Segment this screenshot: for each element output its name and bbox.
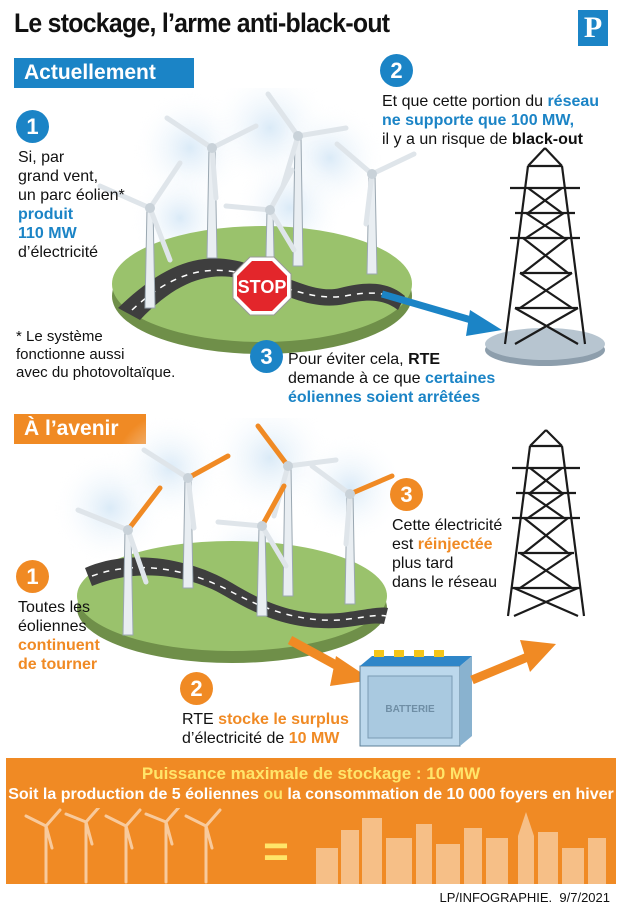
storage-summary-box: Puissance maximale de stockage : 10 MW S… bbox=[6, 758, 616, 884]
wind-farm-platform bbox=[77, 541, 388, 663]
battery-icon: BATTERIE bbox=[359, 650, 472, 747]
flow-arrow-to-grid bbox=[381, 290, 502, 336]
svg-text:STOP: STOP bbox=[238, 277, 287, 297]
wind-turbines bbox=[75, 423, 395, 636]
equals-sign: = bbox=[263, 827, 289, 876]
step-2-text: RTE stocke le surplus d’électricité de 1… bbox=[182, 711, 349, 747]
scene-future-illustration: BATTERIE bbox=[52, 418, 586, 747]
flow-arrow-to-grid bbox=[470, 640, 556, 685]
step-3-text: Cette électricité est réinjectée plus ta… bbox=[392, 517, 503, 591]
section-tag-actuellement: Actuellement bbox=[14, 58, 194, 88]
svg-text:BATTERIE: BATTERIE bbox=[385, 704, 435, 715]
pylon-icon bbox=[485, 147, 605, 366]
footnote-photovoltaique: * Le système fonctionne aussi avec du ph… bbox=[16, 328, 176, 381]
step-1-badge: 1 bbox=[16, 560, 49, 593]
equivalence-illustration bbox=[24, 808, 606, 884]
credit-line: LP/INFOGRAPHIE. 9/7/2021 bbox=[439, 890, 610, 905]
max-storage-heading: Puissance maximale de stockage : 10 MW bbox=[141, 764, 481, 783]
step-2-badge: 2 bbox=[380, 54, 413, 87]
step-3-badge: 3 bbox=[390, 478, 423, 511]
le-parisien-logo: P bbox=[578, 10, 608, 46]
page-title: Le stockage, l’arme anti-black-out bbox=[14, 8, 390, 38]
step-1-text: Si, par grand vent, un parc éolien* prod… bbox=[18, 149, 125, 261]
step-1-text: Toutes les éoliennes continuent de tourn… bbox=[18, 599, 100, 673]
scene-current-illustration: STOP bbox=[97, 88, 605, 366]
equivalence-text: Soit la production de 5 éoliennes ou la … bbox=[8, 786, 614, 803]
step-2-text: Et que cette portion du réseau ne suppor… bbox=[382, 93, 600, 148]
five-turbines-icon bbox=[24, 808, 222, 884]
step-3-badge: 3 bbox=[250, 340, 283, 373]
wind-turbines bbox=[97, 91, 417, 309]
step-1-badge: 1 bbox=[16, 110, 49, 143]
stop-sign-icon: STOP bbox=[232, 256, 292, 316]
step-2-badge: 2 bbox=[180, 672, 213, 705]
pylon-icon bbox=[506, 429, 586, 618]
step-3-text: Pour éviter cela, RTE demande à ce que c… bbox=[288, 351, 496, 406]
city-skyline-icon bbox=[316, 812, 606, 884]
